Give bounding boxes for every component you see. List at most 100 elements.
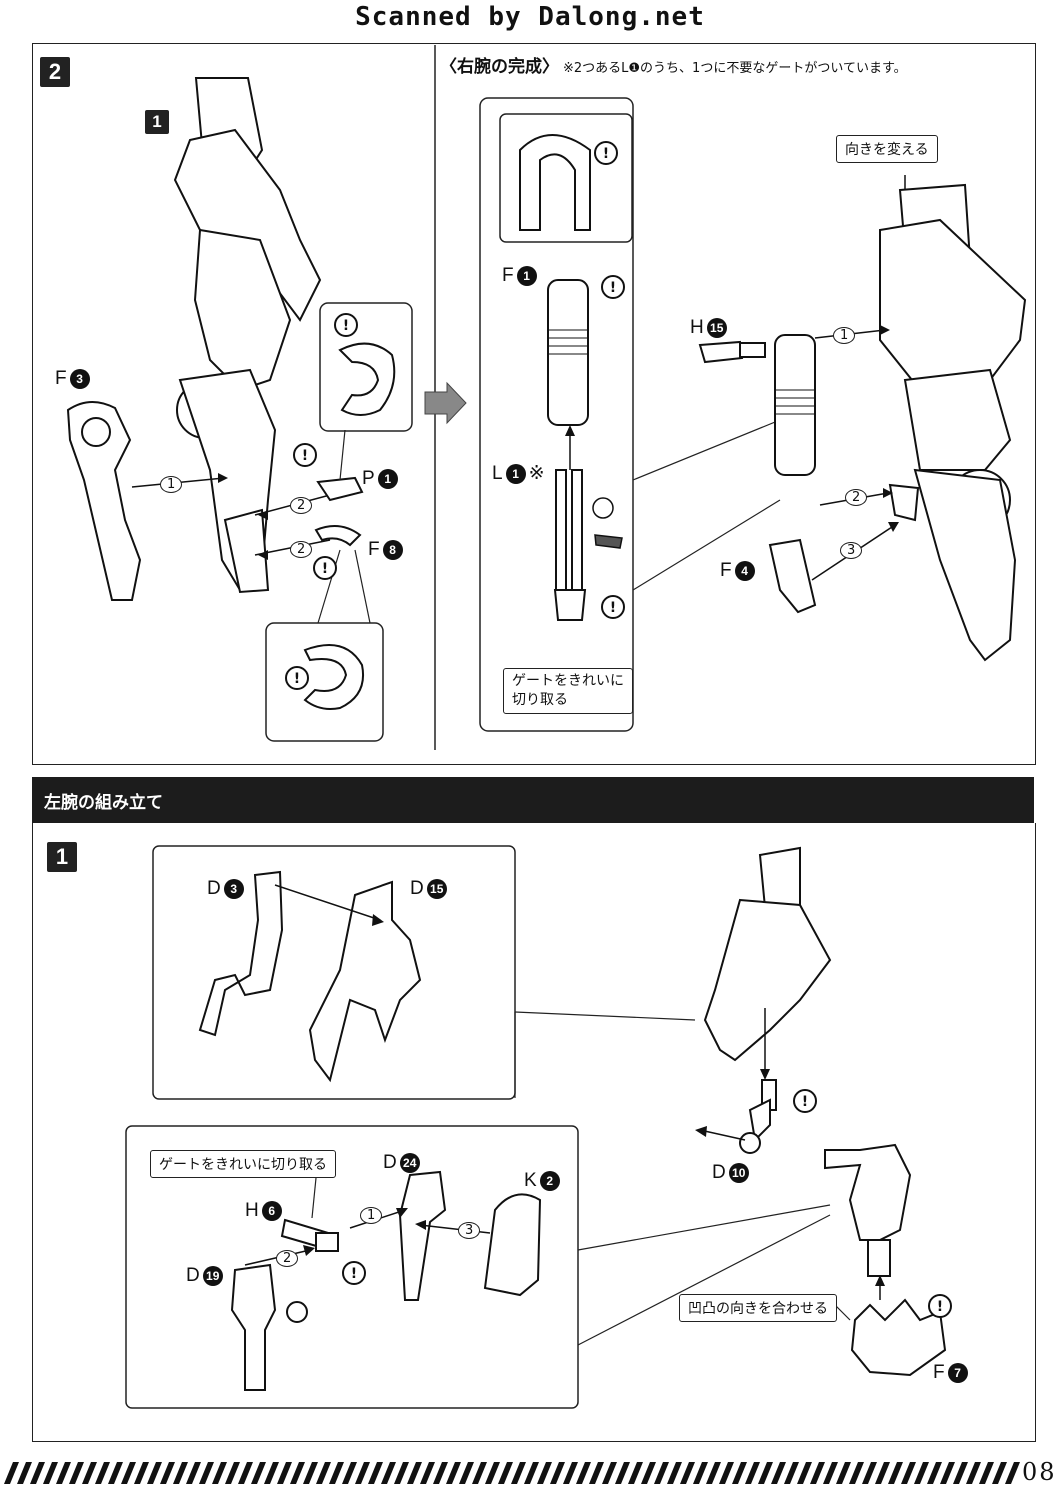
footer-stripe [147, 1462, 162, 1484]
footer-stripe [524, 1462, 539, 1484]
footer-stripe [368, 1462, 383, 1484]
footer-stripe [589, 1462, 604, 1484]
footer-stripe [836, 1462, 851, 1484]
svg-text:!: ! [351, 1266, 357, 1282]
scan-credit: Scanned by Dalong.net [355, 2, 705, 32]
footer-stripe [17, 1462, 32, 1484]
footer-stripe [264, 1462, 279, 1484]
footer-stripe [641, 1462, 656, 1484]
arrow-step-2: 2 [290, 497, 313, 514]
svg-text:!: ! [937, 1299, 943, 1315]
footer-stripe [732, 1462, 747, 1484]
footer-stripe [615, 1462, 630, 1484]
footer-stripe [160, 1462, 175, 1484]
arrow-step-2c: 2 [845, 489, 868, 506]
arrow-step-1b: 1 [833, 327, 856, 344]
right-arm-heading: 〈右腕の完成〉 ※2つあるL❶のうち、1つに不要なゲートがついています。 [440, 52, 907, 77]
footer-stripe [186, 1462, 201, 1484]
footer-stripe [1005, 1462, 1020, 1484]
svg-text:!: ! [610, 600, 616, 616]
footer-stripe [602, 1462, 617, 1484]
footer-stripe [433, 1462, 448, 1484]
left-gate-cut-tag: ゲートをきれいに切り取る [150, 1150, 336, 1178]
footer-stripe [316, 1462, 331, 1484]
footer-stripe [693, 1462, 708, 1484]
svg-text:!: ! [802, 1094, 808, 1110]
footer-stripe [680, 1462, 695, 1484]
footer-stripe [953, 1462, 968, 1484]
footer-stripe [810, 1462, 825, 1484]
gate-cut-tag: ゲートをきれいに 切り取る [503, 668, 633, 714]
footer-stripe [992, 1462, 1007, 1484]
footer-stripe [355, 1462, 370, 1484]
footer-stripe [225, 1462, 240, 1484]
footer-stripe [173, 1462, 188, 1484]
footer-stripe [654, 1462, 669, 1484]
footer-stripe [563, 1462, 578, 1484]
footer-stripe [394, 1462, 409, 1484]
footer-stripe [485, 1462, 500, 1484]
footer-stripe [472, 1462, 487, 1484]
footer-stripe [966, 1462, 981, 1484]
footer-stripe [69, 1462, 84, 1484]
svg-text:!: ! [610, 280, 616, 296]
align-tag: 凹凸の向きを合わせる [679, 1294, 837, 1322]
footer-stripe [407, 1462, 422, 1484]
svg-text:!: ! [322, 561, 328, 577]
footer-stripe [706, 1462, 721, 1484]
right-arm-note: ※2つあるL❶のうち、1つに不要なゲートがついています。 [563, 61, 907, 76]
footer-stripe [82, 1462, 97, 1484]
footer-stripe [238, 1462, 253, 1484]
footer-stripe [797, 1462, 812, 1484]
page-number: 08 [1022, 1458, 1057, 1486]
right-arm-title: 〈右腕の完成〉 [440, 57, 559, 77]
footer-stripe [420, 1462, 435, 1484]
footer-stripe [43, 1462, 58, 1484]
arrow-step-3: 3 [840, 542, 863, 559]
footer-stripe [212, 1462, 227, 1484]
footer-stripe [30, 1462, 45, 1484]
arrow-step-1: 1 [160, 476, 183, 493]
arrow-step-2b: 2 [290, 541, 313, 558]
footer-stripe [940, 1462, 955, 1484]
step2-number: 2 [40, 57, 70, 87]
footer-stripe [199, 1462, 214, 1484]
left-arm-step-number: 1 [47, 842, 77, 872]
footer-stripe [329, 1462, 344, 1484]
left-arrow-2: 2 [276, 1250, 299, 1267]
footer-stripe [914, 1462, 929, 1484]
footer-stripe [342, 1462, 357, 1484]
footer-stripe [628, 1462, 643, 1484]
direction-tag: 向きを変える [836, 135, 938, 163]
footer-stripe [927, 1462, 942, 1484]
step2-substep: 1 [145, 110, 169, 134]
footer-stripe [121, 1462, 136, 1484]
footer-stripe [56, 1462, 71, 1484]
svg-text:!: ! [343, 318, 349, 334]
footer-stripe [550, 1462, 565, 1484]
footer-stripe [511, 1462, 526, 1484]
footer-stripe [537, 1462, 552, 1484]
footer-stripe [771, 1462, 786, 1484]
footer-stripe [888, 1462, 903, 1484]
footer-stripe [251, 1462, 266, 1484]
footer-stripe [446, 1462, 461, 1484]
svg-text:!: ! [603, 146, 609, 162]
footer-stripe [862, 1462, 877, 1484]
